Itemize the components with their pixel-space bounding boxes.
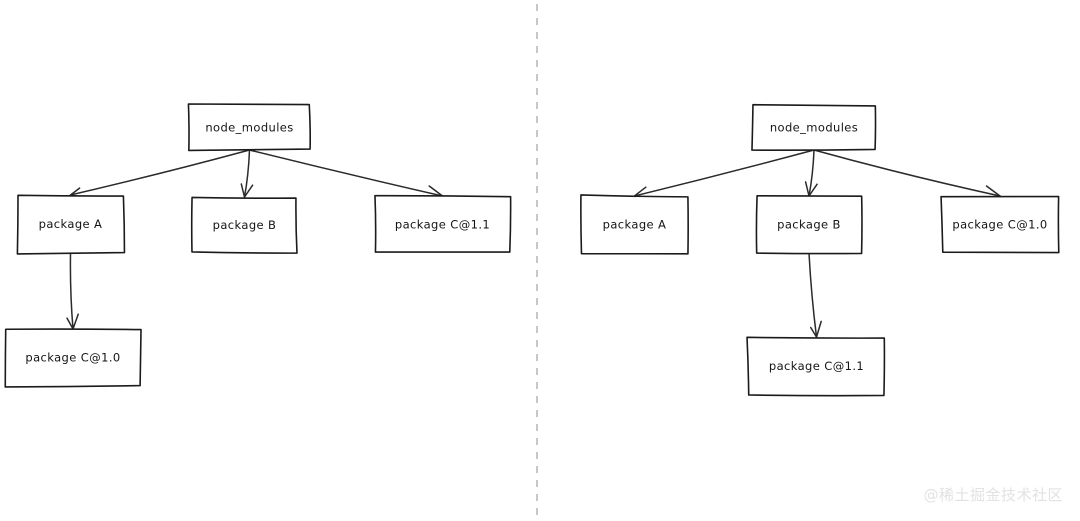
node-l-b[interactable]: package B (190, 196, 298, 254)
node-l-a[interactable]: package A (16, 194, 126, 255)
node-r-b[interactable]: package B (755, 195, 863, 255)
node-r-c10[interactable]: package C@1.0 (940, 195, 1060, 254)
node-label: node_modules (205, 121, 293, 135)
node-box (746, 336, 886, 397)
edge-root-to-package-b (240, 149, 254, 198)
node-box (190, 196, 298, 254)
node-box (751, 103, 877, 151)
edge-shaft (813, 149, 1001, 197)
node-r-a[interactable]: package A (580, 194, 689, 255)
edge-shaft (633, 149, 815, 197)
node-label: package A (39, 217, 103, 231)
node-label: package A (603, 218, 667, 232)
node-label: package C@1.1 (395, 218, 490, 232)
node-box (4, 328, 142, 388)
edge-package-b-to-package-c-1-1 (808, 252, 822, 338)
edge-shaft (243, 149, 251, 198)
node-l-c10[interactable]: package C@1.0 (4, 328, 142, 388)
node-box (940, 195, 1060, 254)
edge-shaft (69, 252, 74, 330)
node-r-root[interactable]: node_modules (751, 103, 877, 151)
node-box (580, 194, 689, 255)
edge-root-to-package-a (633, 149, 815, 200)
edge-root-to-package-c-1-1 (248, 149, 444, 199)
edge-root-to-package-a (69, 149, 251, 199)
edge-shaft (248, 149, 444, 197)
watermark-label: @稀土掘金技术社区 (923, 486, 1063, 504)
edge-shaft (808, 149, 815, 197)
node-label: package B (777, 218, 841, 232)
node-label: node_modules (770, 121, 858, 135)
node-l-root[interactable]: node_modules (187, 103, 312, 152)
node-box (374, 194, 512, 253)
node-box (16, 194, 126, 255)
node-label: package C@1.0 (952, 218, 1047, 232)
edge-shaft (69, 149, 251, 196)
edge-root-to-package-c-1-0 (813, 149, 1001, 200)
node-box (755, 195, 863, 255)
node-label: package C@1.1 (769, 359, 864, 373)
edge-package-a-to-package-c-1-0 (66, 252, 79, 330)
arrowhead (240, 183, 254, 198)
node-l-c11[interactable]: package C@1.1 (374, 194, 512, 253)
node-label: package B (213, 218, 277, 232)
node-box (187, 103, 312, 152)
arrowhead (809, 320, 822, 338)
edge-shaft (808, 252, 818, 338)
node-r-c11[interactable]: package C@1.1 (746, 336, 886, 397)
node-label: package C@1.0 (25, 351, 120, 365)
edge-root-to-package-b (804, 149, 818, 197)
